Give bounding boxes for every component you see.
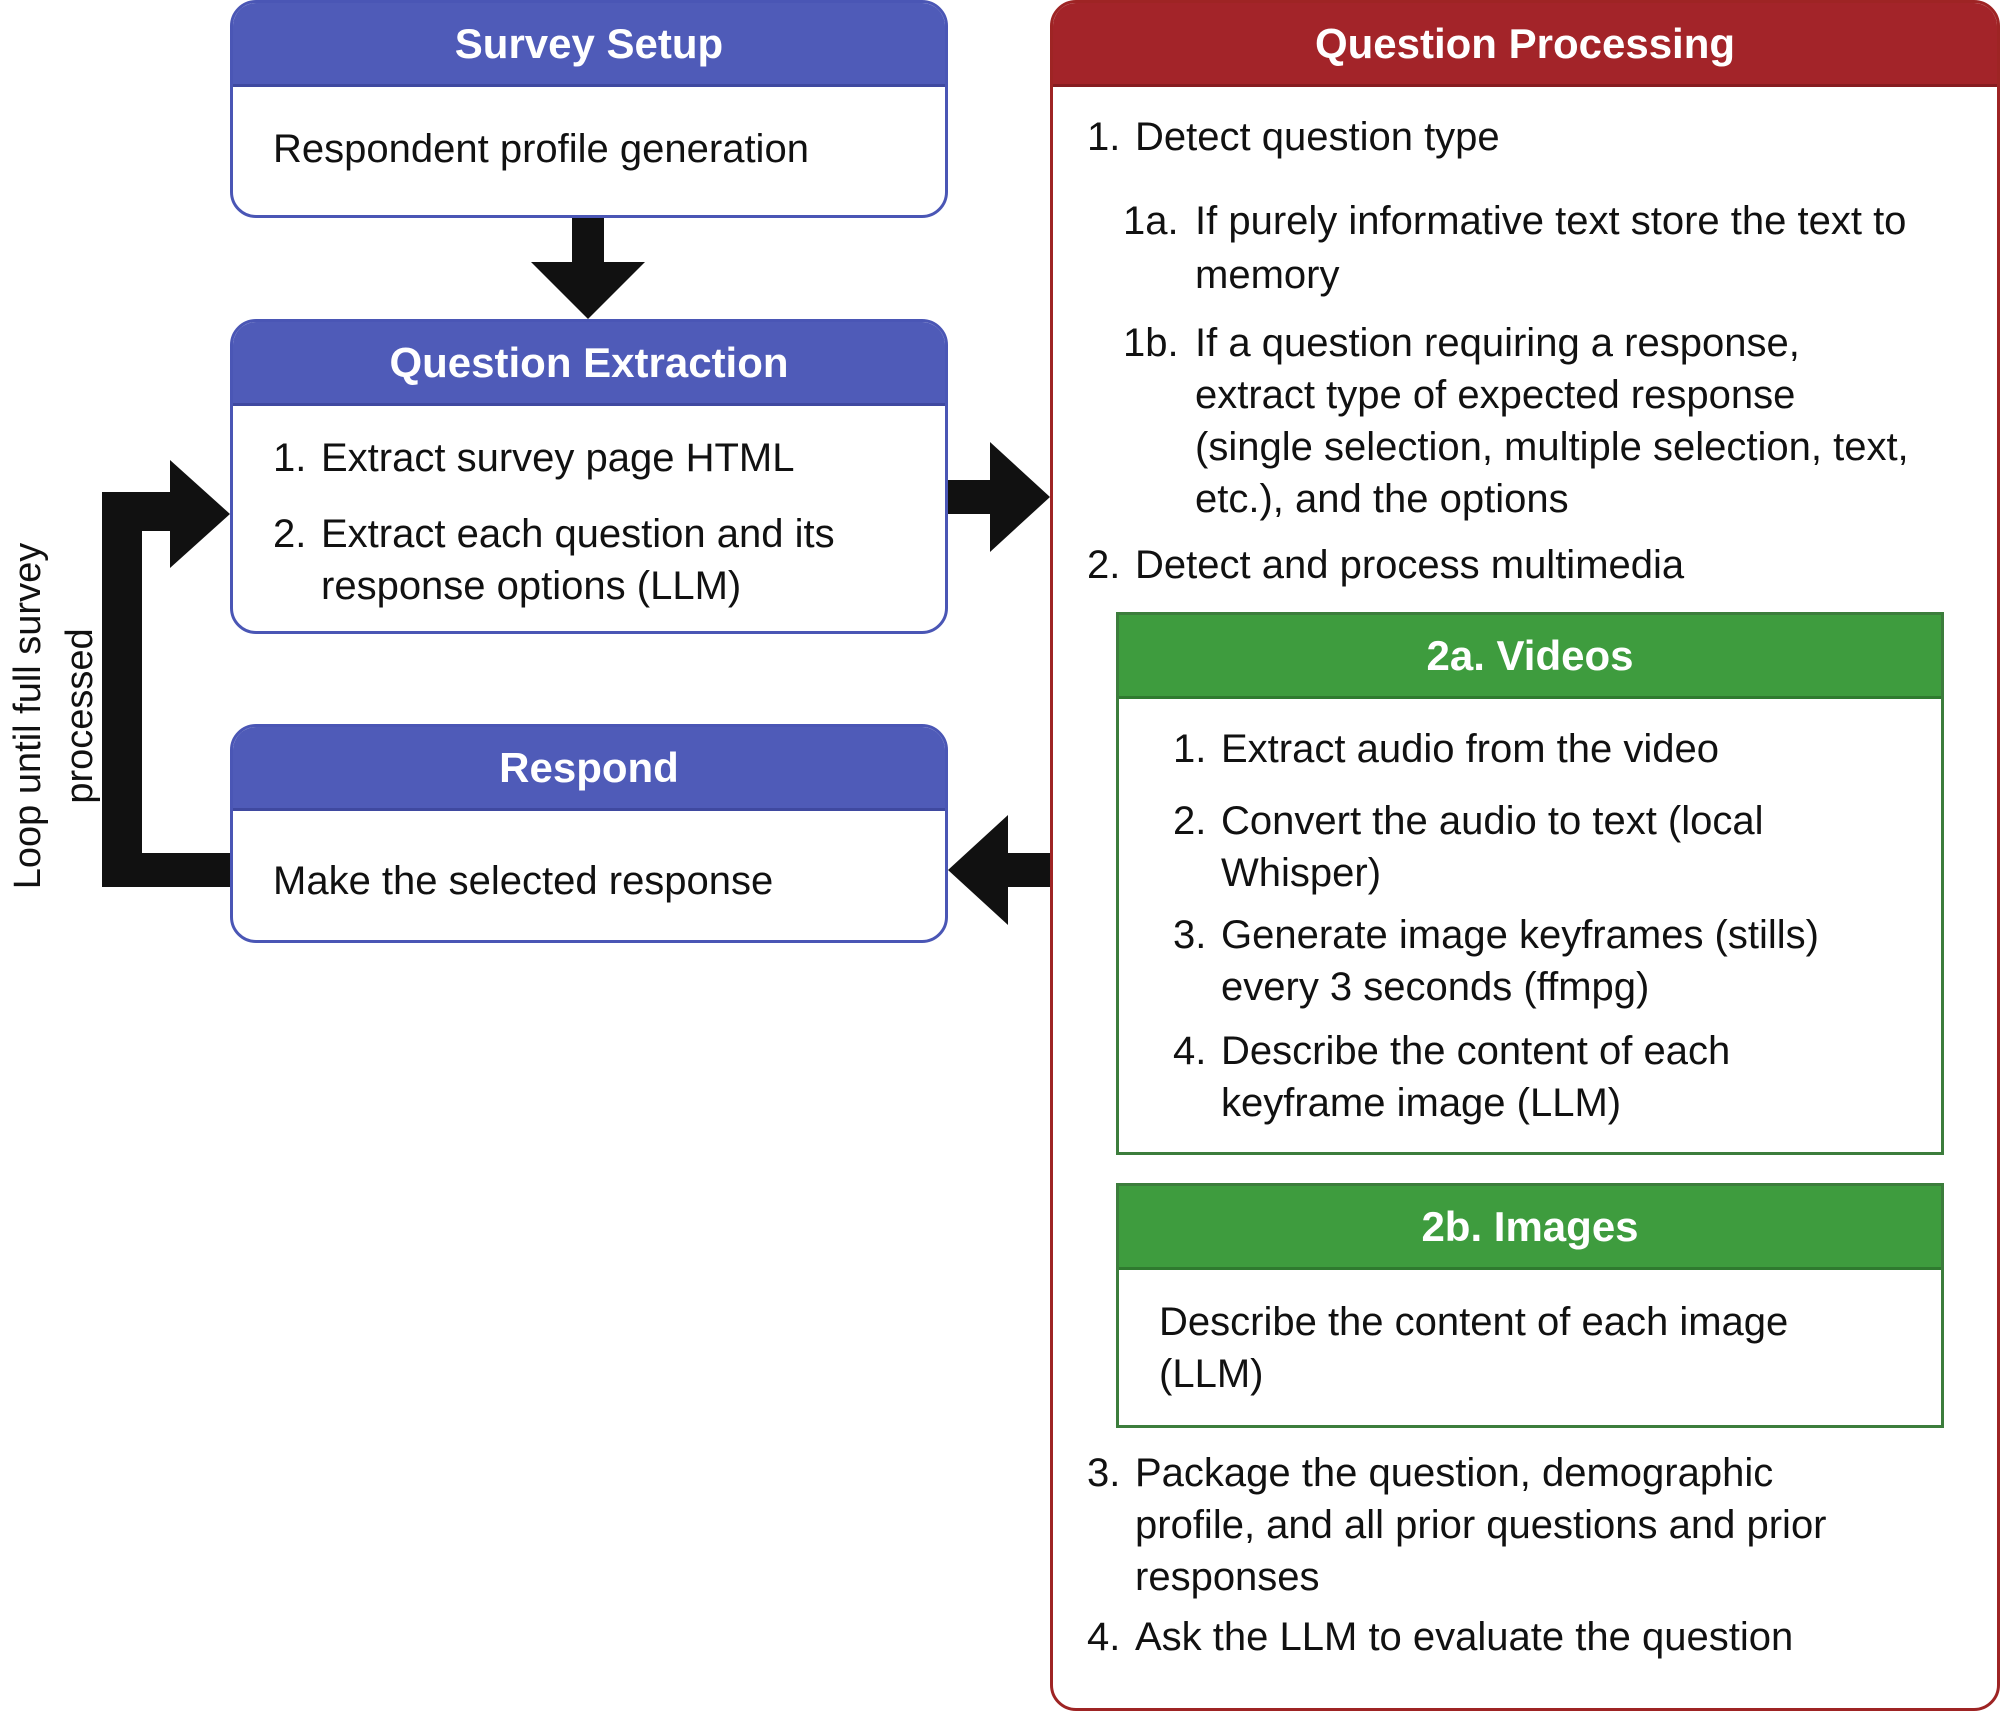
question-extraction-title: Question Extraction <box>233 322 945 406</box>
video-step-3-num: 3. <box>1173 913 1207 957</box>
processing-step-1a-num: 1a. <box>1123 199 1179 243</box>
video-step-4-num: 4. <box>1173 1029 1207 1073</box>
processing-step-1b-num: 1b. <box>1123 321 1179 365</box>
loop-label-line-2: processed <box>59 628 101 804</box>
extraction-step-1-text: Extract survey page HTML <box>321 436 795 480</box>
processing-step-1b-line-2: extract type of expected response <box>1195 373 1796 417</box>
processing-step-4-text: Ask the LLM to evaluate the question <box>1135 1615 1794 1659</box>
respond-body: Make the selected response <box>273 859 774 903</box>
processing-step-1-text: Detect question type <box>1135 115 1500 159</box>
videos-box: 2a. Videos 1. Extract audio from the vid… <box>1116 612 1944 1155</box>
video-step-4-line-2: keyframe image (LLM) <box>1221 1081 1622 1125</box>
images-box: 2b. Images Describe the content of each … <box>1116 1183 1944 1428</box>
extraction-step-1-num: 1. <box>273 436 307 480</box>
processing-step-2-num: 2. <box>1087 543 1121 587</box>
extraction-step-2-num: 2. <box>273 512 307 556</box>
respond-title: Respond <box>233 727 945 811</box>
processing-step-1b-line-3: (single selection, multiple selection, t… <box>1195 425 1909 469</box>
video-step-1-num: 1. <box>1173 727 1207 771</box>
arrow-extraction-to-processing <box>946 442 1050 552</box>
images-line-2: (LLM) <box>1159 1352 1264 1396</box>
video-step-2-line-2: Whisper) <box>1221 851 1382 895</box>
processing-step-3-line-1: Package the question, demographic <box>1135 1451 1774 1495</box>
survey-setup-title: Survey Setup <box>233 3 945 87</box>
video-step-3-line-2: every 3 seconds (ffmpg) <box>1221 965 1650 1009</box>
images-title: 2b. Images <box>1119 1186 1941 1270</box>
arrow-loop-back <box>102 460 230 887</box>
processing-step-2-text: Detect and process multimedia <box>1135 543 1685 587</box>
video-step-1-text: Extract audio from the video <box>1221 727 1720 771</box>
respond-box: Respond Make the selected response <box>230 724 948 943</box>
survey-setup-body: Respondent profile generation <box>273 127 809 171</box>
video-step-2-num: 2. <box>1173 799 1207 843</box>
video-step-2-line-1: Convert the audio to text (local <box>1221 799 1764 843</box>
question-processing-box: Question Processing 1. Detect question t… <box>1050 0 2000 1711</box>
loop-label: Loop until full survey processed <box>2 506 106 926</box>
survey-setup-box: Survey Setup Respondent profile generati… <box>230 0 948 218</box>
processing-step-1b-line-1: If a question requiring a response, <box>1195 321 1800 365</box>
processing-step-4-num: 4. <box>1087 1615 1121 1659</box>
video-step-4-line-1: Describe the content of each <box>1221 1029 1731 1073</box>
extraction-step-2-line-2: response options (LLM) <box>321 564 742 608</box>
arrow-processing-to-respond <box>948 815 1050 925</box>
processing-step-3-line-3: responses <box>1135 1555 1320 1599</box>
arrow-setup-to-extraction <box>531 217 645 319</box>
processing-step-1b-line-4: etc.), and the options <box>1195 477 1569 521</box>
processing-step-3-num: 3. <box>1087 1451 1121 1495</box>
question-extraction-box: Question Extraction 1. Extract survey pa… <box>230 319 948 634</box>
processing-step-1a-line-1: If purely informative text store the tex… <box>1195 199 1907 243</box>
video-step-3-line-1: Generate image keyframes (stills) <box>1221 913 1819 957</box>
processing-step-1-num: 1. <box>1087 115 1121 159</box>
question-processing-title: Question Processing <box>1053 3 1997 87</box>
processing-step-3-line-2: profile, and all prior questions and pri… <box>1135 1503 1827 1547</box>
loop-label-line-1: Loop until full survey <box>7 542 49 890</box>
processing-step-1a-line-2: memory <box>1195 253 1340 297</box>
extraction-step-2-line-1: Extract each question and its <box>321 512 835 556</box>
images-line-1: Describe the content of each image <box>1159 1300 1789 1344</box>
videos-title: 2a. Videos <box>1119 615 1941 699</box>
